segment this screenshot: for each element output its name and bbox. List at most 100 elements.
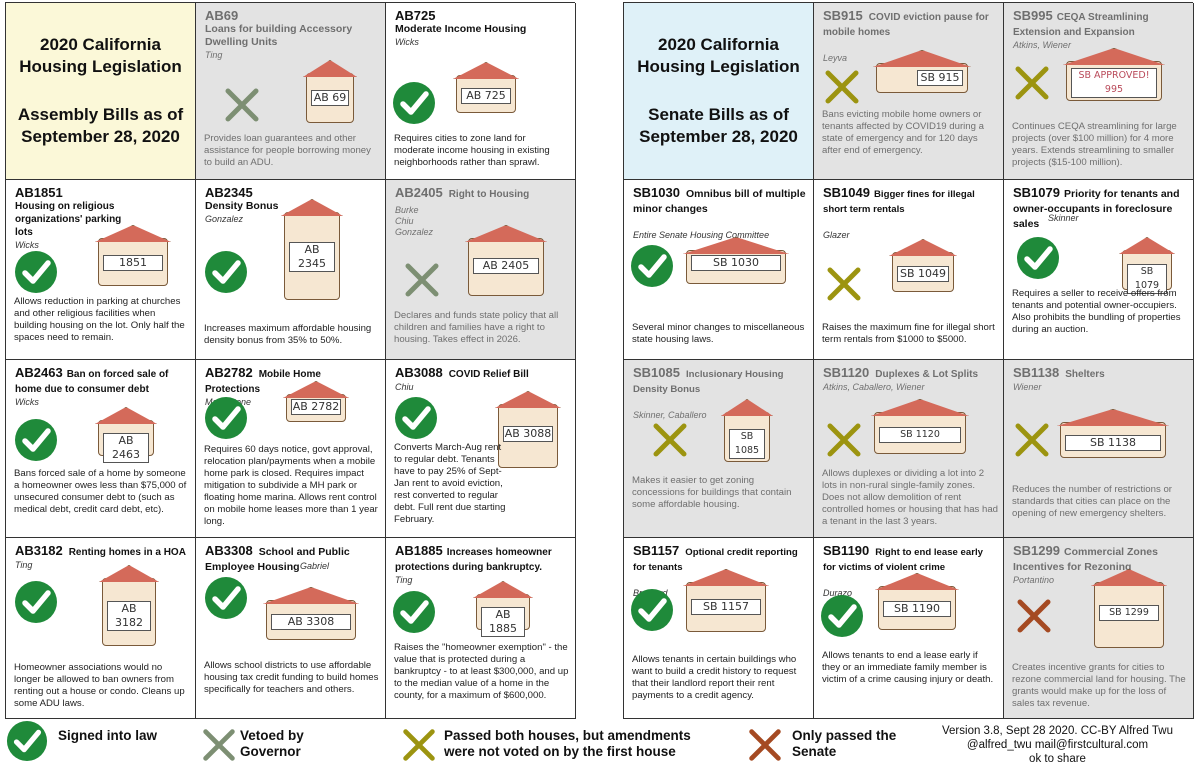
illustration-label: AB 3088: [503, 426, 553, 443]
bill-title: COVID eviction pause for mobile homes: [823, 12, 989, 38]
bill-description: Increases maximum affordable housing den…: [204, 323, 372, 346]
check-circle-icon: [631, 245, 673, 287]
x-mark-icon: [749, 729, 781, 761]
vetoed-icon: [400, 258, 444, 302]
illustration-label: SB 1190: [883, 601, 951, 618]
senate-subtitle: Senate Bills as of September 28, 2020: [639, 105, 798, 146]
vetoed-icon: [220, 83, 264, 127]
bill-description: Allows tenants to end a lease early if t…: [822, 650, 994, 685]
bill-author: Gabriel: [300, 561, 330, 571]
x-mark-icon: [405, 263, 439, 297]
bill-author: Atkins, Caballero, Wiener: [823, 382, 925, 392]
x-mark-icon: [827, 267, 861, 301]
bill-id: AB2345: [205, 185, 253, 200]
senate-only-icon: [1012, 594, 1056, 638]
signed-icon: [204, 396, 248, 440]
x-mark-icon: [827, 423, 861, 457]
bill-title: Mobile Home Protections: [205, 369, 321, 395]
check-circle-icon: [395, 397, 437, 439]
bill-author: Ting: [15, 560, 33, 570]
legend-signed-icon: [6, 720, 48, 762]
bill-author: Gonzalez: [205, 214, 244, 224]
credit-contact: @alfred_twu mail@firstcultural.com: [966, 739, 1149, 751]
bill-description: Raises the maximum fine for illegal shor…: [822, 322, 995, 345]
bill-title: COVID Relief Bill: [448, 369, 529, 380]
bill-description: Reduces the number of restrictions or st…: [1012, 484, 1172, 519]
bill-title: Omnibus bill of multiple minor changes: [633, 188, 806, 215]
bill-description: Allows duplexes or dividing a lot into 2…: [822, 468, 998, 527]
bill-id: AB1885: [395, 543, 443, 558]
duplex-illustration: SB 1120: [874, 412, 966, 454]
bill-card-ab2345: AB2345 Density Bonus Gonzalez AB 2345 In…: [196, 180, 386, 360]
bill-author: Portantino: [1013, 575, 1055, 585]
bill-title: Commercial Zones Incentives for Rezoning: [1013, 546, 1158, 573]
house-illustration: SB 1079: [1122, 250, 1172, 294]
book-illustration: SB 1030: [686, 250, 786, 284]
check-circle-icon: [6, 720, 48, 762]
senate-title: 2020 California Housing Legislation: [637, 35, 800, 76]
bill-title: Ban on forced sale of home due to consum…: [15, 369, 169, 395]
assembly-title-panel: 2020 California Housing Legislation Asse…: [6, 3, 196, 180]
bill-author: Leyva: [823, 53, 848, 63]
bill-id: AB2463: [15, 365, 63, 380]
bill-description: Allows reduction in parking at churches …: [14, 296, 185, 343]
illustration-label: AB 2463: [103, 432, 149, 463]
house-illustration: AB 725: [456, 75, 516, 113]
legend-not-voted-label: Passed both houses, but amendments were …: [444, 728, 691, 759]
bill-id: SB1049: [823, 185, 870, 200]
senate-title-panel: 2020 California Housing Legislation Sena…: [624, 3, 814, 180]
bill-card-ab1851: AB1851 Housing on religious organization…: [6, 180, 196, 360]
x-mark-icon: [653, 423, 687, 457]
signed-icon: [14, 418, 58, 462]
signed-icon: [630, 588, 674, 632]
assembly-title: 2020 California Housing Legislation: [19, 35, 182, 76]
illustration-label: SB 1138: [1065, 434, 1161, 451]
assembly-grid: 2020 California Housing Legislation Asse…: [5, 2, 576, 719]
illustration-label: AB 69: [311, 90, 349, 107]
x-mark-icon: [825, 70, 859, 104]
bill-description: Makes it easier to get zoning concession…: [632, 475, 792, 510]
bill-title: Right to end lease early for victims of …: [823, 547, 983, 573]
approved-stamp-illustration: SB APPROVED! 995: [1066, 61, 1162, 101]
bill-author: Wicks: [395, 37, 419, 47]
illustration-label: AB 1885: [481, 606, 525, 637]
bill-author: Burke Chiu Gonzalez: [395, 205, 434, 237]
bill-author: Chiu: [395, 382, 414, 392]
bill-author: Ting: [395, 575, 413, 585]
x-mark-icon: [1015, 66, 1049, 100]
check-circle-icon: [205, 251, 247, 293]
house-illustration: AB 69: [306, 73, 354, 123]
bill-id: AB3182: [15, 543, 63, 558]
bill-description: Homeowner associations would no longer b…: [14, 662, 185, 709]
house-illustration: SB 1049: [892, 252, 954, 292]
bill-author: Wicks: [15, 240, 39, 250]
bill-description: Declares and funds state policy that all…: [394, 310, 559, 345]
bill-id: SB1085: [633, 365, 680, 380]
bill-description: Provides loan guarantees and other assis…: [204, 133, 371, 168]
x-mark-icon: [403, 729, 435, 761]
senate-grid: 2020 California Housing Legislation Sena…: [623, 2, 1194, 719]
illustration-label: AB 2345: [289, 242, 335, 273]
bill-author: Wicks: [15, 397, 39, 407]
bill-id: SB915: [823, 8, 863, 23]
bill-id: AB2782: [205, 365, 253, 380]
house-illustration: AB 1885: [476, 594, 530, 637]
check-circle-icon: [15, 251, 57, 293]
not-voted-icon: [1010, 61, 1054, 105]
bill-author: Entire Senate Housing Committee: [633, 230, 770, 240]
check-circle-icon: [205, 397, 247, 439]
bill-id: SB1299: [1013, 543, 1060, 558]
not-voted-icon: [820, 65, 864, 109]
bill-id: SB995: [1013, 8, 1053, 23]
check-circle-icon: [631, 589, 673, 631]
tower-illustration: AB 2345: [284, 212, 340, 300]
